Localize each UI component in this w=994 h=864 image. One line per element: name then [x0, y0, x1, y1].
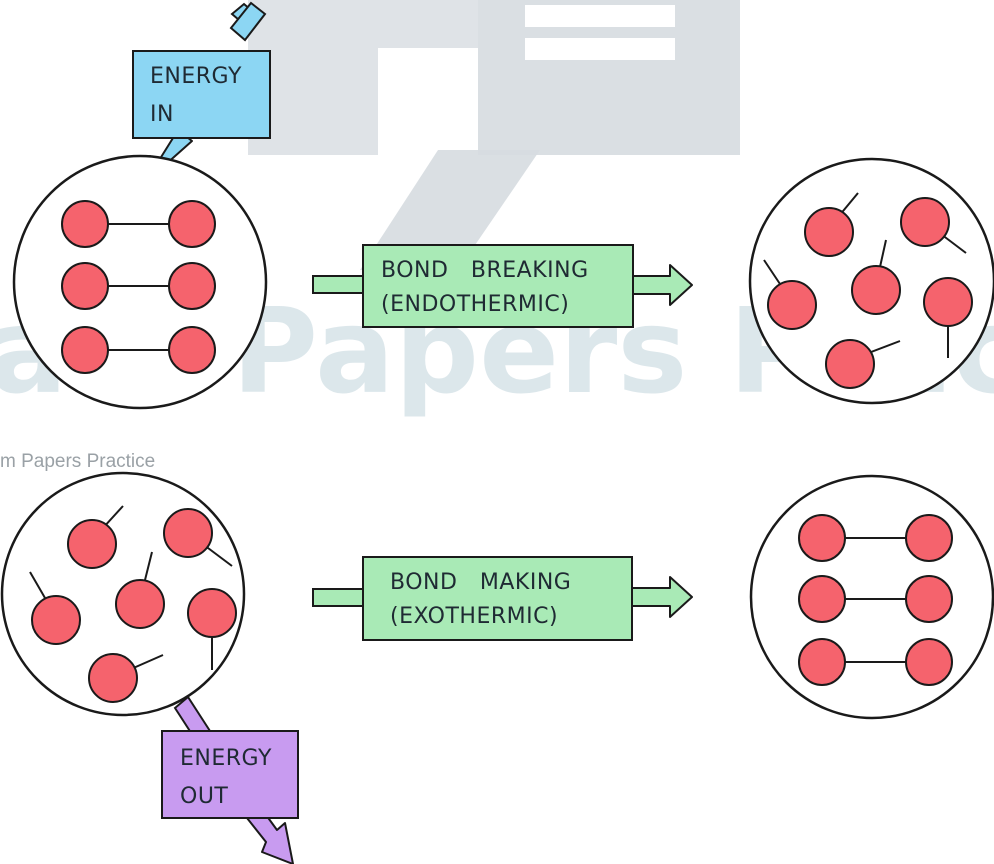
atom [798, 514, 846, 562]
atom [187, 588, 237, 638]
energy-in-label-line1: ENERGY [150, 64, 242, 89]
atom [88, 653, 138, 703]
energy-out-label-line1: ENERGY [180, 746, 272, 771]
atom [115, 579, 165, 629]
bond-breaking-label-line2: (ENDOTHERMIC) [381, 292, 569, 317]
watermark-graphic [248, 0, 740, 270]
atom [923, 277, 973, 327]
energy-out-box: ENERGY OUT [161, 730, 299, 819]
atom [798, 638, 846, 686]
atom [851, 265, 901, 315]
bond-making-label-line2: (EXOTHERMIC) [390, 604, 558, 629]
atom [61, 326, 109, 374]
atom [804, 207, 854, 257]
atom [168, 200, 216, 248]
atoms-separated-before [0, 471, 246, 717]
bond-making-arrow: BOND MAKING (EXOTHERMIC) [312, 556, 693, 641]
atom [31, 595, 81, 645]
energy-out-label-line2: OUT [180, 784, 228, 809]
atom [825, 339, 875, 389]
atom [163, 508, 213, 558]
atom [905, 514, 953, 562]
bond-breaking-arrow: BOND BREAKING (ENDOTHERMIC) [312, 244, 693, 328]
atom [61, 262, 109, 310]
molecules-bonded-after [749, 474, 994, 720]
bond-making-label-line1: BOND MAKING [390, 570, 571, 595]
molecules-bonded-before [12, 154, 268, 410]
energy-in-label-line2: IN [150, 102, 174, 127]
atom [905, 638, 953, 686]
bond-breaking-label-line1: BOND BREAKING [381, 258, 589, 283]
watermark-small-text: m Papers Practice [0, 451, 155, 472]
atom [168, 326, 216, 374]
energy-in-box: ENERGY IN [132, 50, 271, 139]
atom [798, 575, 846, 623]
atom [61, 200, 109, 248]
atom [900, 197, 950, 247]
atom [67, 519, 117, 569]
atom [168, 262, 216, 310]
atoms-separated-after [748, 157, 994, 405]
atom [767, 280, 817, 330]
atom [905, 575, 953, 623]
